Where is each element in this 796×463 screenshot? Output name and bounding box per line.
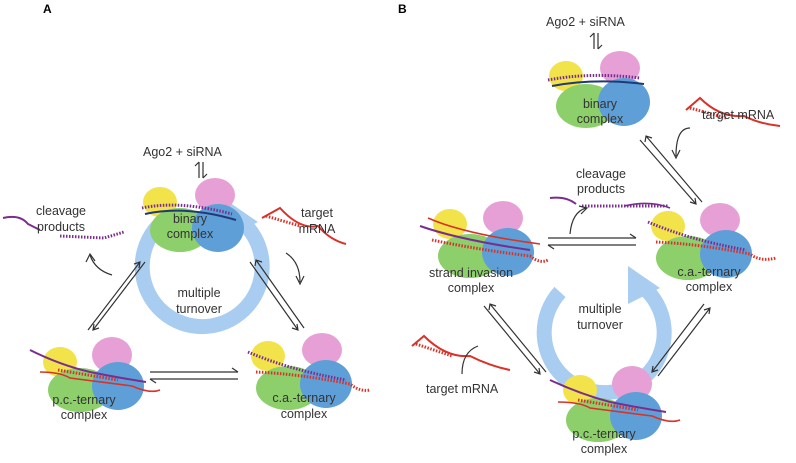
panel-a-cycle-line1: multiple xyxy=(177,286,220,300)
panel-a-pc-line1: p.c.-ternary xyxy=(52,393,116,407)
panel-a-binary-complex-protein xyxy=(141,178,244,252)
panel-b-cycle-arrow xyxy=(536,266,672,401)
panel-b-arrows-si-pc xyxy=(483,303,547,375)
panel-a-binary-line2: complex xyxy=(167,227,214,241)
panel-b-si-line2: complex xyxy=(448,281,495,295)
panel-b-arrows-si-ca xyxy=(547,233,637,250)
panel-a-target-line2: mRNA xyxy=(299,222,336,236)
panel-b-cycle-line1: multiple xyxy=(578,302,621,316)
panel-a-binary-line1: binary xyxy=(173,212,208,226)
panel-b-pc-ternary-protein xyxy=(549,366,681,442)
panel-b-equilibrium-ago2 xyxy=(589,32,603,50)
panel-b-target-top-label: target mRNA xyxy=(702,108,775,122)
panel-b-arrows-binary-ca xyxy=(639,135,703,205)
panel-b-target-bottom-label: target mRNA xyxy=(426,382,499,396)
panel-b-cleavage-line1: cleavage xyxy=(576,167,626,181)
panel-a-target-mrna-strand xyxy=(261,206,347,245)
panel-a-target-arrow xyxy=(285,252,301,283)
panel-b-pc-line1: p.c.-ternary xyxy=(572,427,636,441)
panel-b-ago2-sirna: Ago2 + siRNA xyxy=(546,15,626,29)
panel-a-ca-ternary-protein xyxy=(247,333,371,410)
panel-b-arrows-ca-pc xyxy=(651,303,711,377)
panel-a-cleavage-fragment-2 xyxy=(59,230,125,240)
panel-a-cleavage-fragment-1 xyxy=(2,215,41,231)
panel-b-target-bottom-arrow xyxy=(461,345,479,375)
panel-b-binary-line2: complex xyxy=(577,112,624,126)
panel-b-strand-invasion-protein xyxy=(419,201,549,278)
panel-a-pc-line2: complex xyxy=(61,408,108,422)
panel-b-cleavage-line2: products xyxy=(577,182,625,196)
panel-a-arrows-left xyxy=(87,261,146,331)
panel-b-target-bottom-seed xyxy=(415,342,453,358)
panel-b-cleavage-arrow xyxy=(569,207,587,235)
panel-b-ca-line2: complex xyxy=(686,280,733,294)
panel-a-equilibrium-ago2 xyxy=(194,161,208,179)
panel-a-ca-line2: complex xyxy=(281,407,328,421)
panel-a-cleavage-line1: cleavage xyxy=(36,204,86,218)
panel-b-pc-line2: complex xyxy=(581,442,628,456)
panel-b-target-top-strand xyxy=(685,96,781,127)
panel-a-ago2-sirna: Ago2 + siRNA xyxy=(143,145,223,159)
panel-b-ca-ternary-protein xyxy=(647,203,777,280)
panel-b-target-top-seed xyxy=(689,106,727,120)
panel-b-cleavage-fragment-1 xyxy=(549,196,577,205)
panel-b-binary-complex-protein xyxy=(547,51,650,128)
panel-b-ca-line1: c.a.-ternary xyxy=(677,265,741,279)
panel-b-binary-line1: binary xyxy=(583,97,618,111)
panel-a-cleavage-arrow xyxy=(89,254,113,276)
panel-a-arrows-bottom xyxy=(149,367,239,384)
panel-b-si-line1: strand invasion xyxy=(429,266,513,280)
panel-b-label: B xyxy=(398,2,407,16)
panel-a-target-line1: target xyxy=(301,206,333,220)
panel-a-arrows-right xyxy=(249,259,305,331)
panel-a-cycle-line2: turnover xyxy=(176,302,222,316)
panel-b-cycle-line2: turnover xyxy=(577,318,623,332)
panel-a-ca-line1: c.a.-ternary xyxy=(272,391,336,405)
panel-a-cleavage-line2: products xyxy=(37,220,85,234)
panel-b-target-bottom-strand xyxy=(411,334,511,371)
panel-b-target-top-arrow xyxy=(675,127,691,157)
panel-a-label: A xyxy=(43,2,52,16)
panel-a-pc-ternary-protein xyxy=(29,337,161,412)
